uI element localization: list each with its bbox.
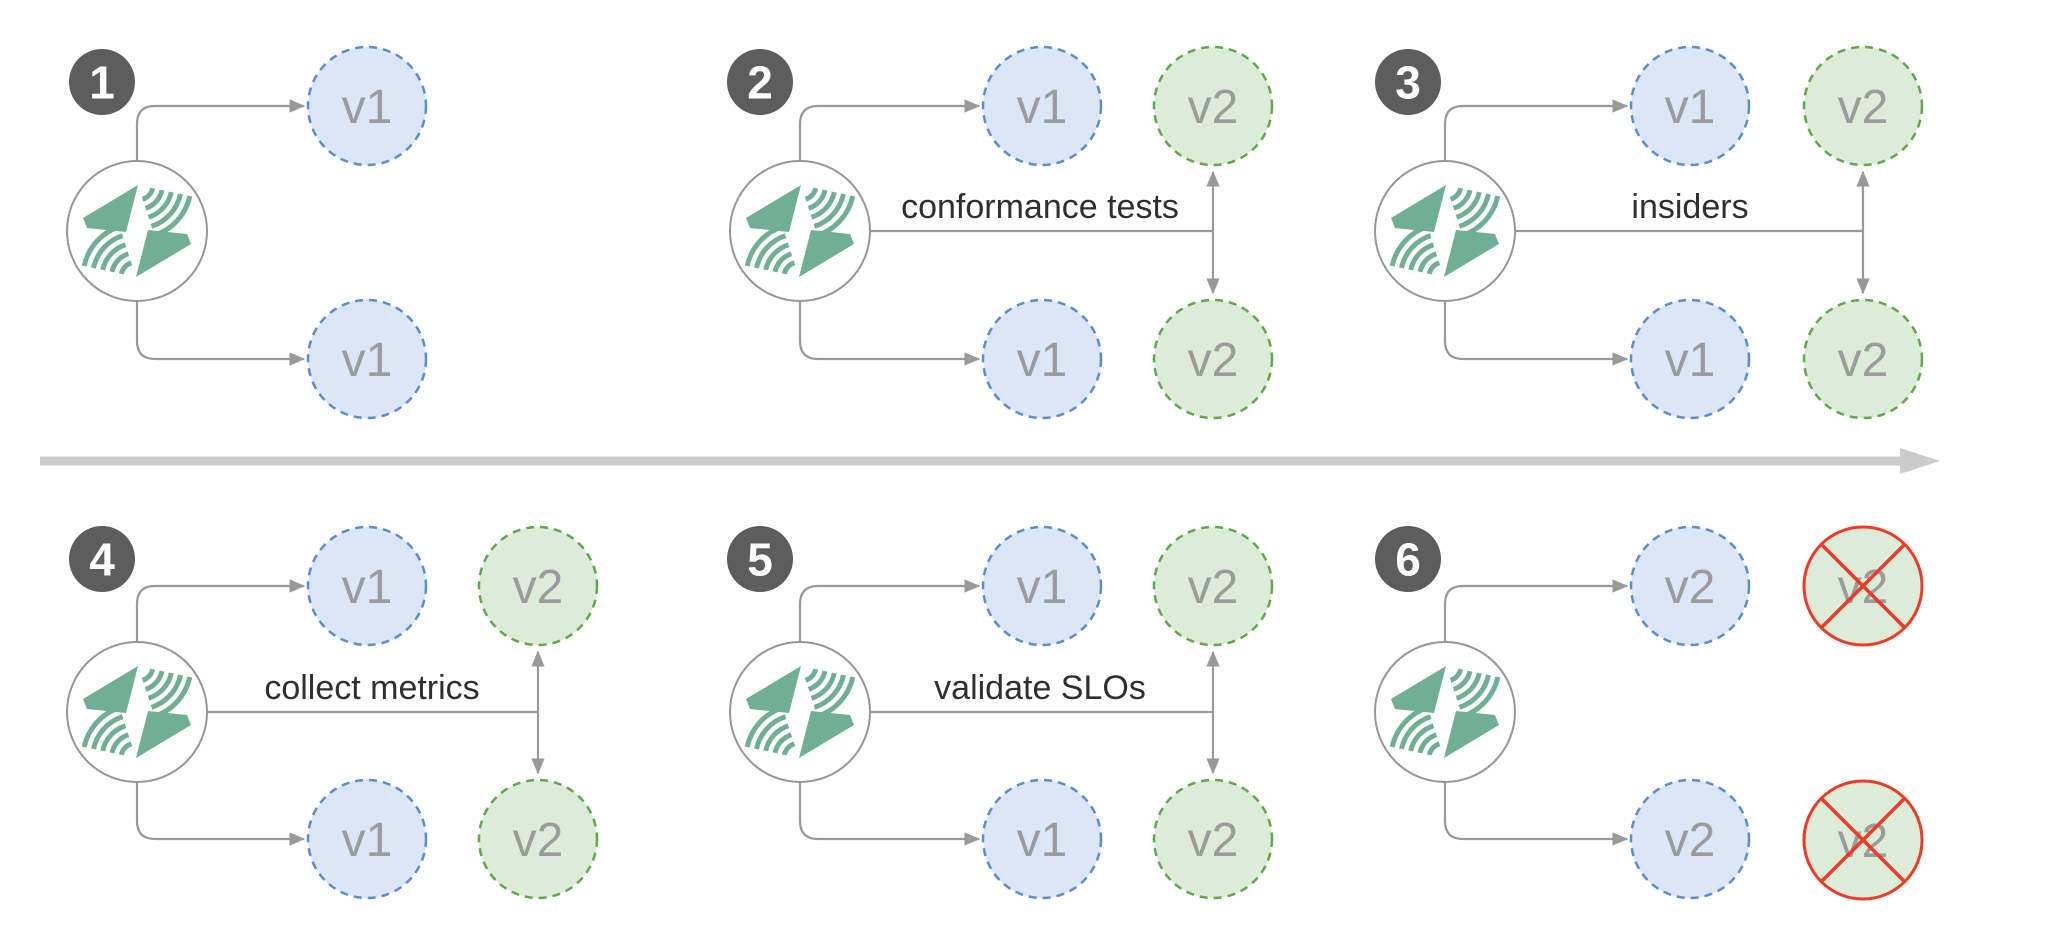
connector-to-top-node <box>1443 99 1629 163</box>
connector-to-bottom-node <box>798 299 981 366</box>
node-v1-bottom: v1 <box>1629 298 1751 420</box>
step-badge: 4 <box>69 526 135 592</box>
svg-text:v2: v2 <box>1665 814 1716 867</box>
panel-step-5: 5 validate SLOs v1 v1 v2 v2 <box>727 525 1274 900</box>
step-badge: 2 <box>727 49 793 115</box>
svg-text:v1: v1 <box>342 561 393 614</box>
node-v2-bottom: v2 <box>1802 298 1924 420</box>
step-number: 5 <box>747 534 773 586</box>
connector-to-top-node <box>1443 579 1629 644</box>
connector-to-top-node <box>798 99 981 163</box>
source-circle <box>729 160 871 302</box>
panel-step-1: 1 v1 v1 <box>66 45 428 420</box>
svg-text:v1: v1 <box>1665 334 1716 387</box>
source-circle <box>66 641 208 783</box>
node-v1-top: v1 <box>981 45 1103 167</box>
connector-to-top-node <box>798 579 981 644</box>
node-v2-top: v2 <box>1152 45 1274 167</box>
node-v1-top: v1 <box>1629 45 1751 167</box>
node-v2-bottom: v2 <box>1629 778 1751 900</box>
source-circle <box>1374 641 1516 783</box>
svg-text:v2: v2 <box>513 561 564 614</box>
svg-text:v2: v2 <box>1665 561 1716 614</box>
stage-label: insiders <box>1631 188 1748 226</box>
svg-text:v1: v1 <box>342 334 393 387</box>
connector-to-bottom-node <box>135 299 306 366</box>
node-v2-decommissioned-bottom: v2 <box>1802 779 1924 901</box>
step-badge: 5 <box>727 526 793 592</box>
panel-step-2: 2 conformance tests v1 v1 v2 v2 <box>727 45 1274 420</box>
node-v1-bottom: v1 <box>981 778 1103 900</box>
svg-text:v1: v1 <box>1017 334 1068 387</box>
connector-to-top-node <box>135 579 306 644</box>
svg-text:v1: v1 <box>1665 81 1716 134</box>
source-service-node <box>1374 641 1516 783</box>
source-service-node <box>1374 160 1516 302</box>
svg-text:v2: v2 <box>1188 561 1239 614</box>
stage-label: validate SLOs <box>934 669 1146 707</box>
node-v1-bottom: v1 <box>306 778 428 900</box>
source-service-node <box>66 160 208 302</box>
svg-text:v2: v2 <box>1188 814 1239 867</box>
svg-text:v2: v2 <box>1838 334 1889 387</box>
svg-text:v2: v2 <box>1188 81 1239 134</box>
node-v1-bottom: v1 <box>981 298 1103 420</box>
source-service-node <box>729 160 871 302</box>
step-badge: 3 <box>1375 49 1441 115</box>
svg-text:v1: v1 <box>342 81 393 134</box>
node-v2-bottom: v2 <box>1152 298 1274 420</box>
red-cross-icon <box>1819 796 1907 884</box>
step-number: 3 <box>1395 57 1421 109</box>
svg-text:v2: v2 <box>513 814 564 867</box>
svg-text:v2: v2 <box>1188 334 1239 387</box>
node-v1-top: v1 <box>981 525 1103 647</box>
connector-to-bottom-node <box>135 780 306 846</box>
node-v1-top: v1 <box>306 525 428 647</box>
connector-to-bottom-node <box>1443 299 1629 366</box>
panel-step-6: 6 v2 v2 v2 v2 <box>1374 525 1924 901</box>
connector-to-top-node <box>135 99 306 163</box>
step-number: 6 <box>1395 534 1421 586</box>
node-v2-bottom: v2 <box>1152 778 1274 900</box>
svg-text:v1: v1 <box>342 814 393 867</box>
step-badge: 6 <box>1375 526 1441 592</box>
svg-text:v1: v1 <box>1017 561 1068 614</box>
stage-label: collect metrics <box>264 669 479 707</box>
red-cross-icon <box>1819 542 1907 630</box>
node-v2-top: v2 <box>1629 525 1751 647</box>
node-v2-top: v2 <box>477 525 599 647</box>
node-v2-decommissioned-top: v2 <box>1802 525 1924 647</box>
node-v2-bottom: v2 <box>477 778 599 900</box>
node-v1-top: v1 <box>306 45 428 167</box>
svg-text:v2: v2 <box>1838 81 1889 134</box>
step-number: 4 <box>89 534 115 586</box>
panel-step-4: 4 collect metrics v1 v1 v2 v2 <box>66 525 599 900</box>
stage-label: conformance tests <box>901 188 1179 226</box>
connector-to-bottom-node <box>1443 780 1629 846</box>
node-v2-top: v2 <box>1802 45 1924 167</box>
step-badge: 1 <box>69 49 135 115</box>
source-circle <box>729 641 871 783</box>
source-service-node <box>66 641 208 783</box>
timeline-arrow <box>40 448 1940 474</box>
node-v2-top: v2 <box>1152 525 1274 647</box>
svg-text:v1: v1 <box>1017 814 1068 867</box>
node-v1-bottom: v1 <box>306 298 428 420</box>
source-service-node <box>729 641 871 783</box>
step-number: 2 <box>747 57 773 109</box>
step-number: 1 <box>89 57 115 109</box>
connector-to-bottom-node <box>798 780 981 846</box>
svg-text:v1: v1 <box>1017 81 1068 134</box>
panel-step-3: 3 insiders v1 v1 v2 v2 <box>1374 45 1924 420</box>
source-circle <box>66 160 208 302</box>
source-circle <box>1374 160 1516 302</box>
